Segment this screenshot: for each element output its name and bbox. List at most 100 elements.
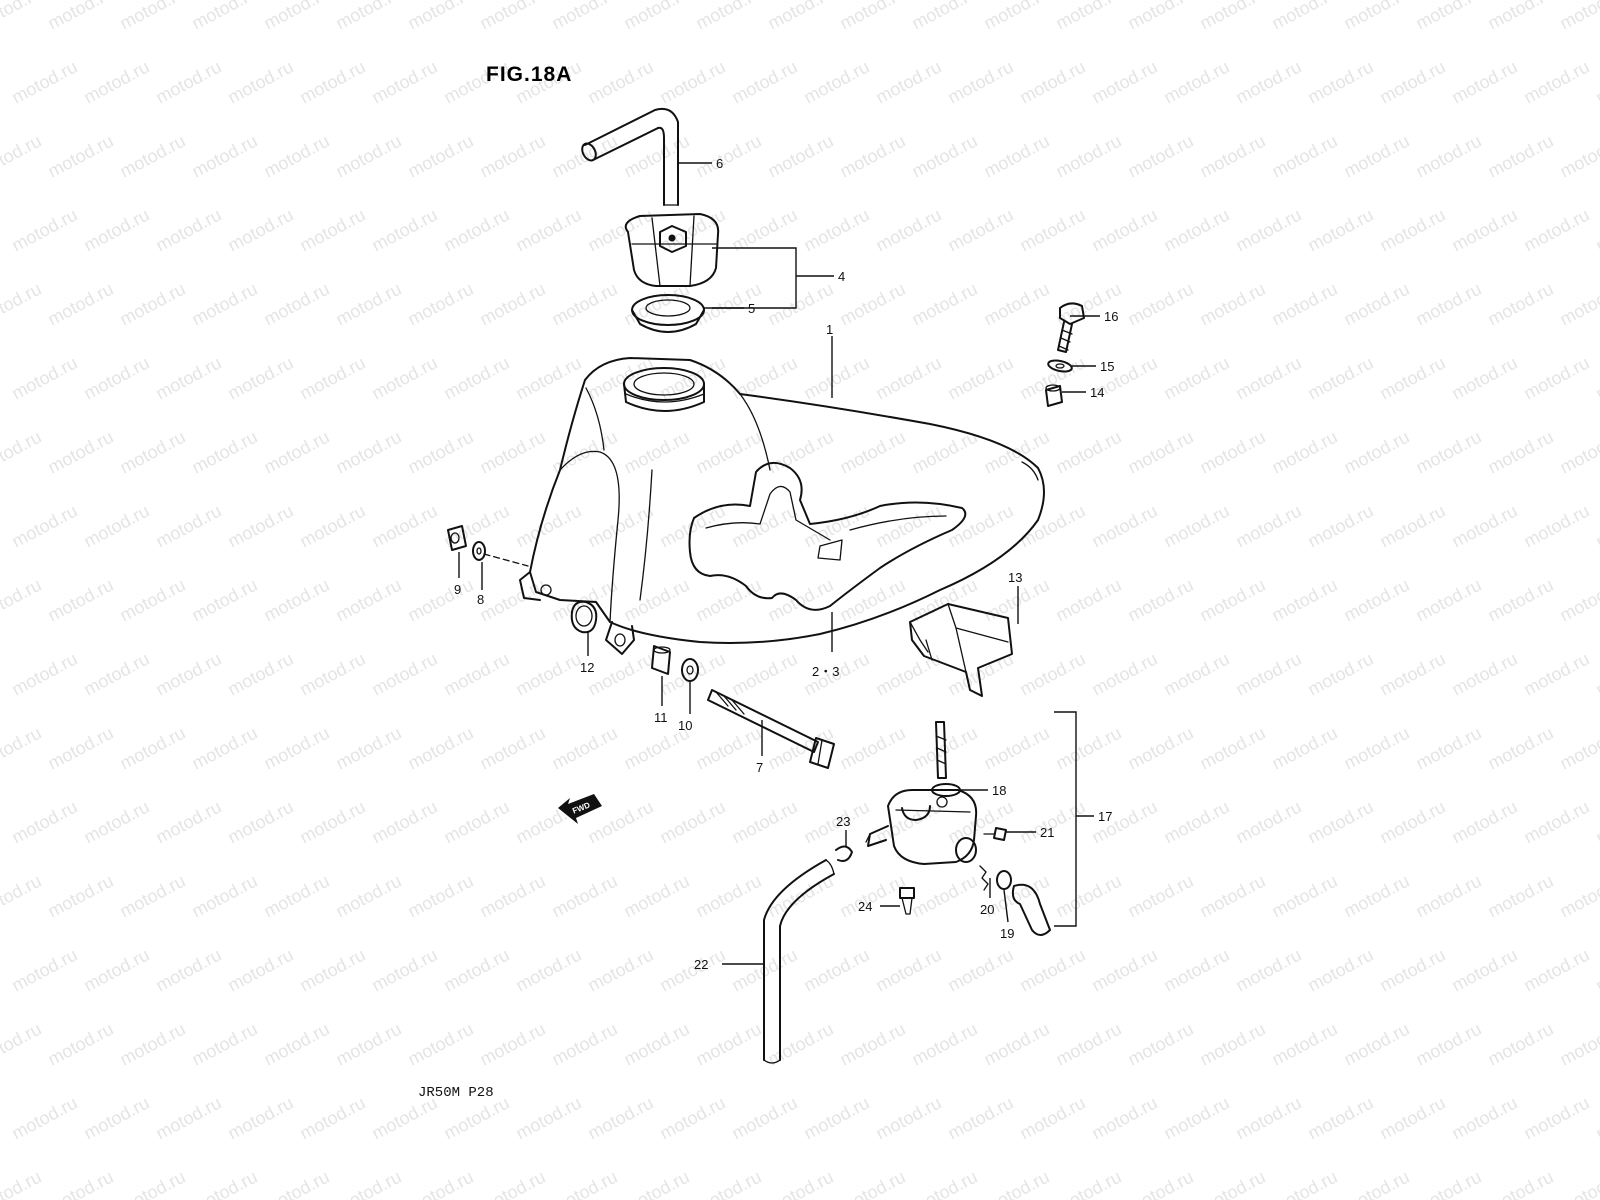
watermark-text: motod.ru bbox=[1124, 0, 1196, 34]
watermark-text: motod.ru bbox=[296, 945, 368, 996]
watermark-text: motod.ru bbox=[800, 945, 872, 996]
callout-7: 7 bbox=[756, 760, 763, 775]
watermark-text: motod.ru bbox=[692, 427, 764, 478]
watermark-text: motod.ru bbox=[80, 353, 152, 404]
watermark-text: motod.ru bbox=[1412, 723, 1484, 774]
callout-22: 22 bbox=[694, 957, 708, 972]
callout-9: 9 bbox=[454, 582, 461, 597]
callout-4: 4 bbox=[838, 269, 845, 284]
watermark-text: motod.ru bbox=[1160, 649, 1232, 700]
watermark-text: motod.ru bbox=[584, 945, 656, 996]
watermark-text: motod.ru bbox=[44, 871, 116, 922]
watermark-text: motod.ru bbox=[1160, 945, 1232, 996]
watermark-text: motod.ru bbox=[1232, 945, 1304, 996]
callout-21: 21 bbox=[1040, 825, 1054, 840]
watermark-text: motod.ru bbox=[296, 205, 368, 256]
watermark-text: motod.ru bbox=[1160, 797, 1232, 848]
watermark-text: motod.ru bbox=[1232, 501, 1304, 552]
watermark-text: motod.ru bbox=[512, 205, 584, 256]
watermark-text: motod.ru bbox=[1448, 649, 1520, 700]
watermark-text: motod.ru bbox=[908, 131, 980, 182]
watermark-text: motod.ru bbox=[1340, 131, 1412, 182]
watermark-text: motod.ru bbox=[0, 871, 45, 922]
watermark-text: motod.ru bbox=[188, 0, 260, 34]
watermark-text: motod.ru bbox=[1520, 649, 1592, 700]
watermark-text: motod.ru bbox=[44, 0, 116, 34]
watermark-text: motod.ru bbox=[620, 0, 692, 34]
part-vent-hose bbox=[581, 107, 679, 206]
watermark-text: motod.ru bbox=[116, 1167, 188, 1200]
watermark-text: motod.ru bbox=[620, 131, 692, 182]
watermark-text: motod.ru bbox=[1016, 1093, 1088, 1144]
watermark-text: motod.ru bbox=[1340, 279, 1412, 330]
watermark-text: motod.ru bbox=[152, 945, 224, 996]
watermark-text: motod.ru bbox=[1304, 353, 1376, 404]
watermark-text: motod.ru bbox=[224, 1093, 296, 1144]
watermark-text: motod.ru bbox=[548, 1167, 620, 1200]
watermark-text: motod.ru bbox=[800, 1093, 872, 1144]
watermark-text: motod.ru bbox=[260, 723, 332, 774]
watermark-text: motod.ru bbox=[476, 279, 548, 330]
watermark-text: motod.ru bbox=[368, 205, 440, 256]
watermark-text: motod.ru bbox=[1304, 57, 1376, 108]
watermark-text: motod.ru bbox=[944, 501, 1016, 552]
watermark-text: motod.ru bbox=[404, 871, 476, 922]
watermark-text: motod.ru bbox=[1448, 353, 1520, 404]
watermark-text: motod.ru bbox=[1052, 131, 1124, 182]
watermark-text: motod.ru bbox=[1412, 427, 1484, 478]
watermark-text: motod.ru bbox=[152, 649, 224, 700]
watermark-text: motod.ru bbox=[188, 575, 260, 626]
watermark-text: motod.ru bbox=[1232, 353, 1304, 404]
watermark-text: motod.ru bbox=[1268, 279, 1340, 330]
watermark-text: motod.ru bbox=[584, 57, 656, 108]
watermark-text: motod.ru bbox=[1124, 871, 1196, 922]
watermark-text: motod.ru bbox=[1016, 945, 1088, 996]
watermark-text: motod.ru bbox=[224, 501, 296, 552]
watermark-text: motod.ru bbox=[1268, 1019, 1340, 1070]
watermark-text: motod.ru bbox=[1088, 205, 1160, 256]
watermark-text: motod.ru bbox=[1088, 1093, 1160, 1144]
watermark-text: motod.ru bbox=[1268, 427, 1340, 478]
watermark-text: motod.ru bbox=[1016, 57, 1088, 108]
watermark-text: motod.ru bbox=[584, 205, 656, 256]
watermark-text: motod.ru bbox=[548, 279, 620, 330]
callout-labels: 1 2・3 4 5 6 7 8 9 10 11 12 13 14 15 16 1… bbox=[454, 156, 1118, 972]
callout-1: 1 bbox=[826, 322, 833, 337]
watermark-text: motod.ru bbox=[584, 649, 656, 700]
watermark-text: motod.ru bbox=[80, 57, 152, 108]
watermark-text: motod.ru bbox=[908, 1167, 980, 1200]
watermark-text: motod.ru bbox=[1556, 1167, 1600, 1200]
watermark-text: motod.ru bbox=[188, 871, 260, 922]
watermark-text: motod.ru bbox=[836, 1167, 908, 1200]
watermark-text: motod.ru bbox=[80, 797, 152, 848]
watermark-text: motod.ru bbox=[116, 131, 188, 182]
watermark-text: motod.ru bbox=[512, 945, 584, 996]
watermark-text: motod.ru bbox=[1412, 575, 1484, 626]
watermark-text: motod.ru bbox=[1340, 871, 1412, 922]
watermark-text: motod.ru bbox=[296, 1093, 368, 1144]
watermark-text: motod.ru bbox=[152, 1093, 224, 1144]
callout-11: 11 bbox=[654, 710, 668, 725]
watermark-text: motod.ru bbox=[1520, 945, 1592, 996]
watermark-text: motod.ru bbox=[0, 0, 45, 34]
watermark-text: motod.ru bbox=[8, 57, 80, 108]
watermark-text: motod.ru bbox=[1088, 649, 1160, 700]
watermark-text: motod.ru bbox=[260, 1019, 332, 1070]
watermark-text: motod.ru bbox=[44, 427, 116, 478]
watermark-text: motod.ru bbox=[80, 945, 152, 996]
watermark-text: motod.ru bbox=[1448, 945, 1520, 996]
watermark-text: motod.ru bbox=[1124, 1019, 1196, 1070]
watermark-text: motod.ru bbox=[692, 0, 764, 34]
watermark-text: motod.ru bbox=[0, 131, 45, 182]
watermark-text: motod.ru bbox=[620, 1167, 692, 1200]
watermark-text: motod.ru bbox=[944, 205, 1016, 256]
watermark-text: motod.ru bbox=[260, 279, 332, 330]
watermark-text: motod.ru bbox=[0, 1019, 45, 1070]
watermark-text: motod.ru bbox=[1232, 205, 1304, 256]
watermark-text: motod.ru bbox=[1268, 0, 1340, 34]
watermark-text: motod.ru bbox=[116, 575, 188, 626]
watermark-text: motod.ru bbox=[44, 1167, 116, 1200]
watermark-text: motod.ru bbox=[404, 723, 476, 774]
watermark-text: motod.ru bbox=[1196, 0, 1268, 34]
watermark-text: motod.ru bbox=[1484, 427, 1556, 478]
